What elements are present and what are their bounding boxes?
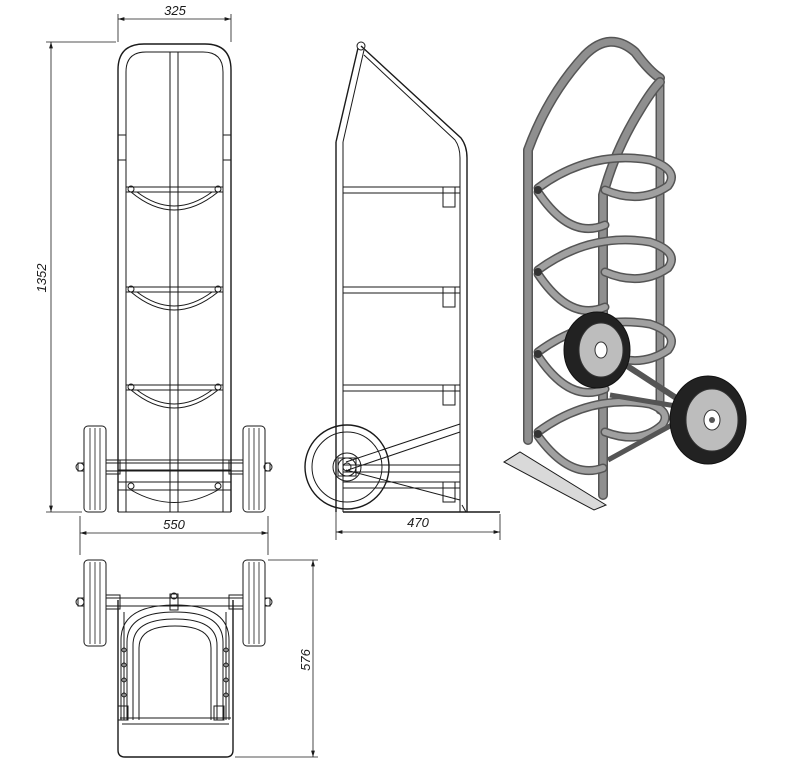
dimension-width-550: 550 — [79, 516, 269, 555]
iso-wheel-far — [563, 311, 631, 389]
iso-cradle-2 — [533, 235, 676, 315]
dimension-depth-470: 470 — [335, 500, 501, 540]
dimension-label-576: 576 — [298, 648, 313, 670]
top-wheel-right — [242, 559, 266, 647]
top-view — [75, 559, 273, 758]
iso-wheel-near — [669, 375, 747, 465]
side-view — [304, 41, 500, 513]
front-crossbar-2 — [125, 285, 224, 311]
dimension-depth-576: 576 — [235, 559, 318, 758]
dimension-height-1352: 1352 — [34, 41, 116, 513]
iso-toe-plate — [503, 451, 608, 511]
top-wheel-left — [83, 559, 107, 647]
front-wheel-left — [83, 425, 107, 513]
front-crossbar-3 — [125, 383, 224, 409]
side-wheel — [304, 424, 390, 510]
dimension-width-325: 325 — [117, 3, 232, 42]
front-view — [75, 43, 273, 513]
iso-cradle-1 — [533, 153, 676, 233]
dimension-label-470: 470 — [407, 515, 429, 530]
dimension-label-550: 550 — [163, 517, 185, 532]
front-crossbar-1 — [125, 185, 224, 211]
iso-cradle-4 — [533, 397, 670, 476]
front-wheel-right — [242, 425, 266, 513]
dimension-label-1352: 1352 — [34, 263, 49, 293]
dimension-label-325: 325 — [164, 3, 186, 18]
isometric-view — [503, 36, 747, 511]
